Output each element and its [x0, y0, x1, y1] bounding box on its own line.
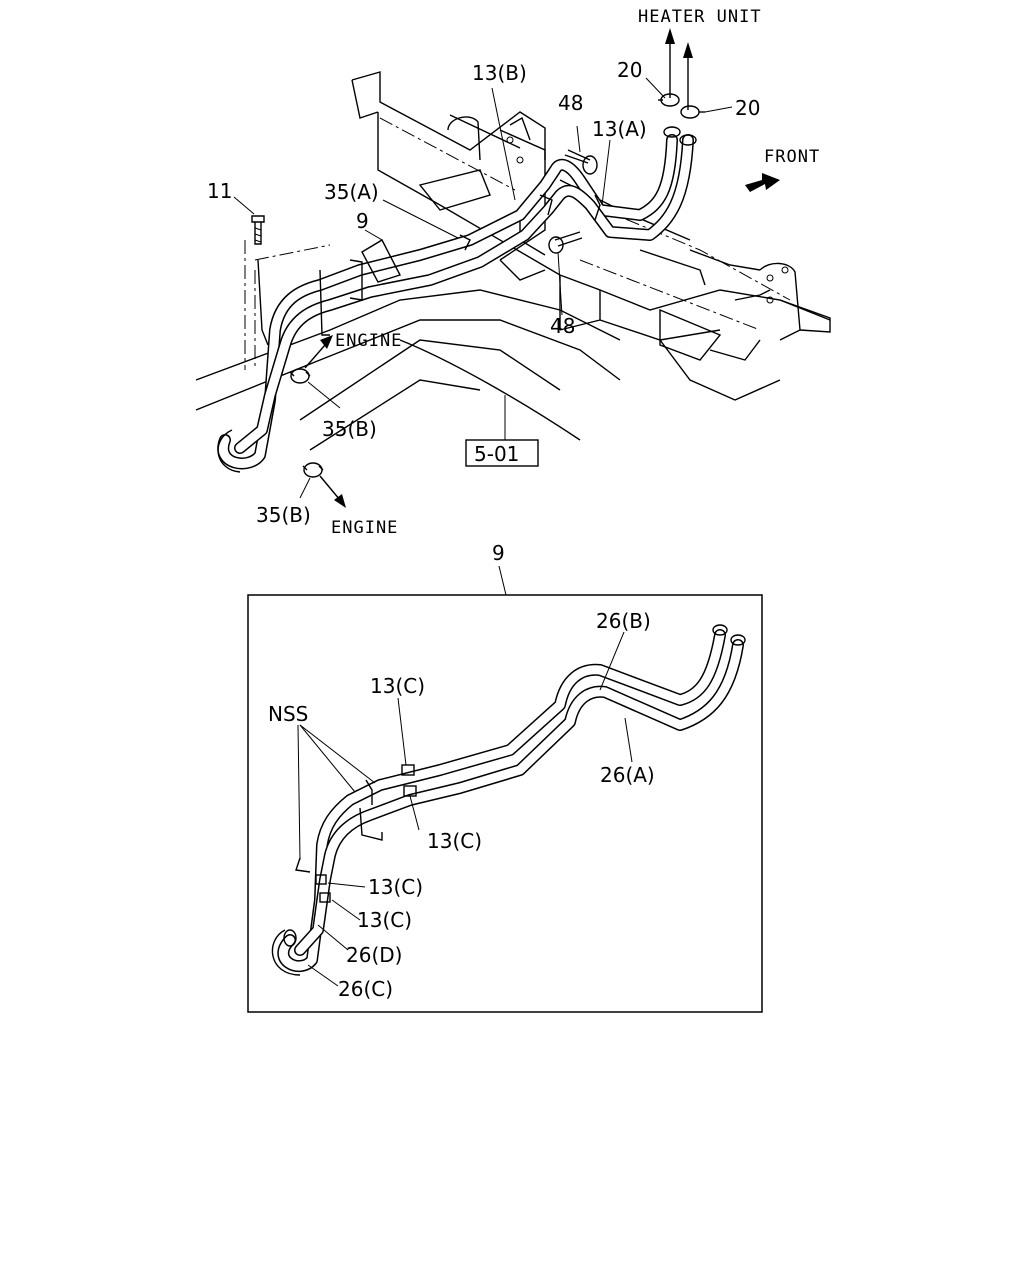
- label-part-35b-lower: 35(B): [256, 503, 311, 527]
- label-part-13a: 13(A): [592, 117, 647, 141]
- fasteners: [251, 93, 705, 478]
- label-detail-callout-9: 9: [492, 541, 505, 565]
- label-ref-5-01: 5-01: [474, 442, 519, 466]
- detail-hose-assembly: [271, 624, 746, 976]
- bolt-48-bottom: [548, 231, 583, 254]
- label-part-13c-mid: 13(C): [427, 829, 482, 853]
- label-part-13b: 13(B): [472, 61, 527, 85]
- label-heater-unit: HEATER UNIT: [638, 7, 762, 27]
- label-engine-upper: ENGINE: [335, 331, 402, 351]
- detail-view-item-9: 9: [247, 541, 763, 1013]
- clamp-20-left: [658, 93, 680, 107]
- clamp-35b-lower: [302, 462, 324, 478]
- label-part-35b-upper: 35(B): [322, 417, 377, 441]
- top-assembly-view: HEATER UNIT FRONT ENGINE ENGINE 11 35(A)…: [195, 7, 831, 538]
- detail-leader-lines: [297, 631, 633, 987]
- direction-arrows: [304, 28, 780, 508]
- label-part-13c-low1: 13(C): [368, 875, 423, 899]
- bolt-11: [251, 215, 265, 245]
- label-part-13c-top: 13(C): [370, 674, 425, 698]
- label-part-48-top: 48: [558, 91, 583, 115]
- label-part-35a: 35(A): [324, 180, 379, 204]
- top-leader-lines: [233, 77, 733, 499]
- label-engine-lower: ENGINE: [331, 518, 398, 538]
- label-part-26a: 26(A): [600, 763, 655, 787]
- label-front: FRONT: [764, 147, 820, 167]
- front-arrow-icon: [745, 173, 780, 192]
- label-part-9-top: 9: [356, 209, 369, 233]
- label-part-20-right: 20: [735, 96, 760, 120]
- label-nss: NSS: [268, 702, 308, 726]
- vehicle-frame-outline: [195, 71, 831, 451]
- label-part-11: 11: [207, 179, 232, 203]
- label-part-26b: 26(B): [596, 609, 651, 633]
- label-part-26c: 26(C): [338, 977, 393, 1001]
- reference-box: 5-01: [465, 439, 539, 467]
- label-part-48-bottom: 48: [550, 314, 575, 338]
- detail-frame: [247, 594, 763, 1013]
- clamp-20-right: [680, 105, 705, 119]
- label-part-13c-low2: 13(C): [357, 908, 412, 932]
- label-part-26d: 26(D): [346, 943, 402, 967]
- clamp-35b-upper: [289, 368, 311, 384]
- label-part-20-left: 20: [617, 58, 642, 82]
- bolt-48-top: [564, 149, 598, 175]
- heater-hose-assembly: [217, 126, 697, 473]
